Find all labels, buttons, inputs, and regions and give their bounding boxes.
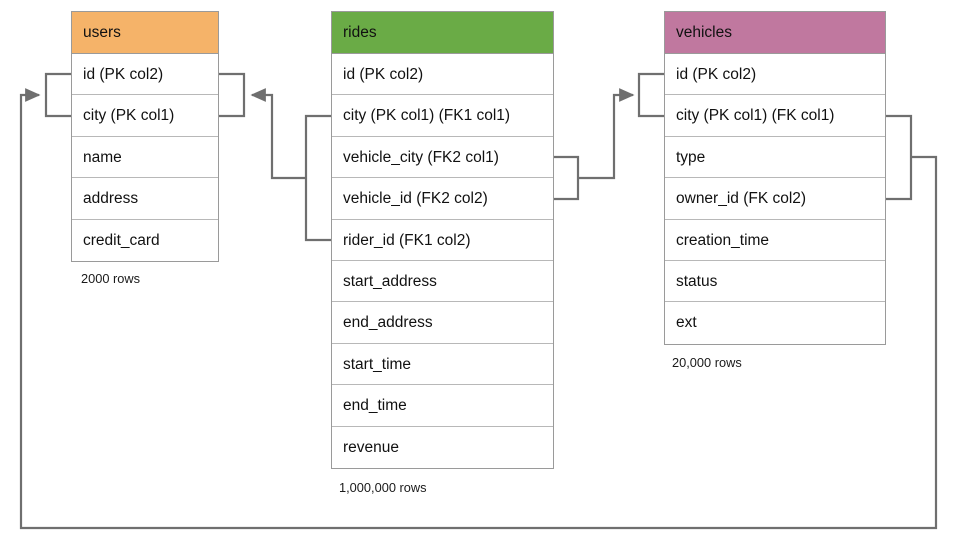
table-row[interactable]: start_address — [332, 261, 553, 303]
table-row[interactable]: revenue — [343, 438, 400, 456]
table-header-rides: rides — [332, 12, 553, 54]
connector-bracket-vehicles-right — [886, 114, 913, 201]
rowcount-label-users: 2000 rows — [81, 271, 141, 286]
table-row[interactable]: end_time — [332, 385, 553, 427]
table-row[interactable]: address — [72, 178, 218, 220]
connector-rides-vehicle-to-vehicles — [578, 88, 635, 180]
table-row[interactable]: city (PK col1) — [72, 95, 218, 137]
rowcount-label-rides: 1,000,000 rows — [339, 480, 427, 495]
table-row[interactable]: name — [72, 137, 218, 179]
connector-bracket-rides-right — [554, 155, 580, 201]
table-header-users: users — [72, 12, 218, 54]
table-row[interactable]: type — [665, 137, 885, 179]
table-card-rides[interactable]: rides id (PK col2) city (PK col1) (FK1 c… — [331, 11, 554, 469]
connector-bracket-rides-left — [304, 114, 331, 242]
table-header-vehicles: vehicles — [665, 12, 885, 54]
table-row[interactable]: vehicle_id (FK2 col2) — [332, 178, 553, 220]
table-row[interactable]: credit_card — [83, 231, 160, 249]
table-row[interactable]: rider_id (FK1 col2) — [332, 220, 553, 261]
table-row[interactable]: status — [665, 261, 885, 303]
table-row[interactable]: city (PK col1) (FK col1) — [665, 95, 885, 137]
table-row[interactable]: creation_time — [665, 220, 885, 261]
connector-rides-rider-to-users — [250, 88, 306, 180]
table-row[interactable]: id (PK col2) — [72, 54, 218, 96]
table-row[interactable]: start_time — [332, 344, 553, 386]
table-card-users[interactable]: users id (PK col2) city (PK col1) name a… — [71, 11, 219, 262]
rowcount-label-vehicles: 20,000 rows — [672, 355, 742, 370]
table-row[interactable]: vehicle_city (FK2 col1) — [332, 137, 553, 179]
table-row[interactable]: id (PK col2) — [332, 54, 553, 96]
table-row[interactable]: ext — [676, 314, 697, 332]
table-row[interactable]: owner_id (FK col2) — [665, 178, 885, 220]
table-row[interactable]: id (PK col2) — [665, 54, 885, 96]
connector-bracket-users-left — [44, 72, 71, 118]
table-card-vehicles[interactable]: vehicles id (PK col2) city (PK col1) (FK… — [664, 11, 886, 345]
table-row[interactable]: city (PK col1) (FK1 col1) — [332, 95, 553, 137]
connector-bracket-vehicles-left — [637, 72, 664, 118]
table-row[interactable]: end_address — [332, 302, 553, 344]
connector-bracket-users-right — [219, 72, 246, 118]
